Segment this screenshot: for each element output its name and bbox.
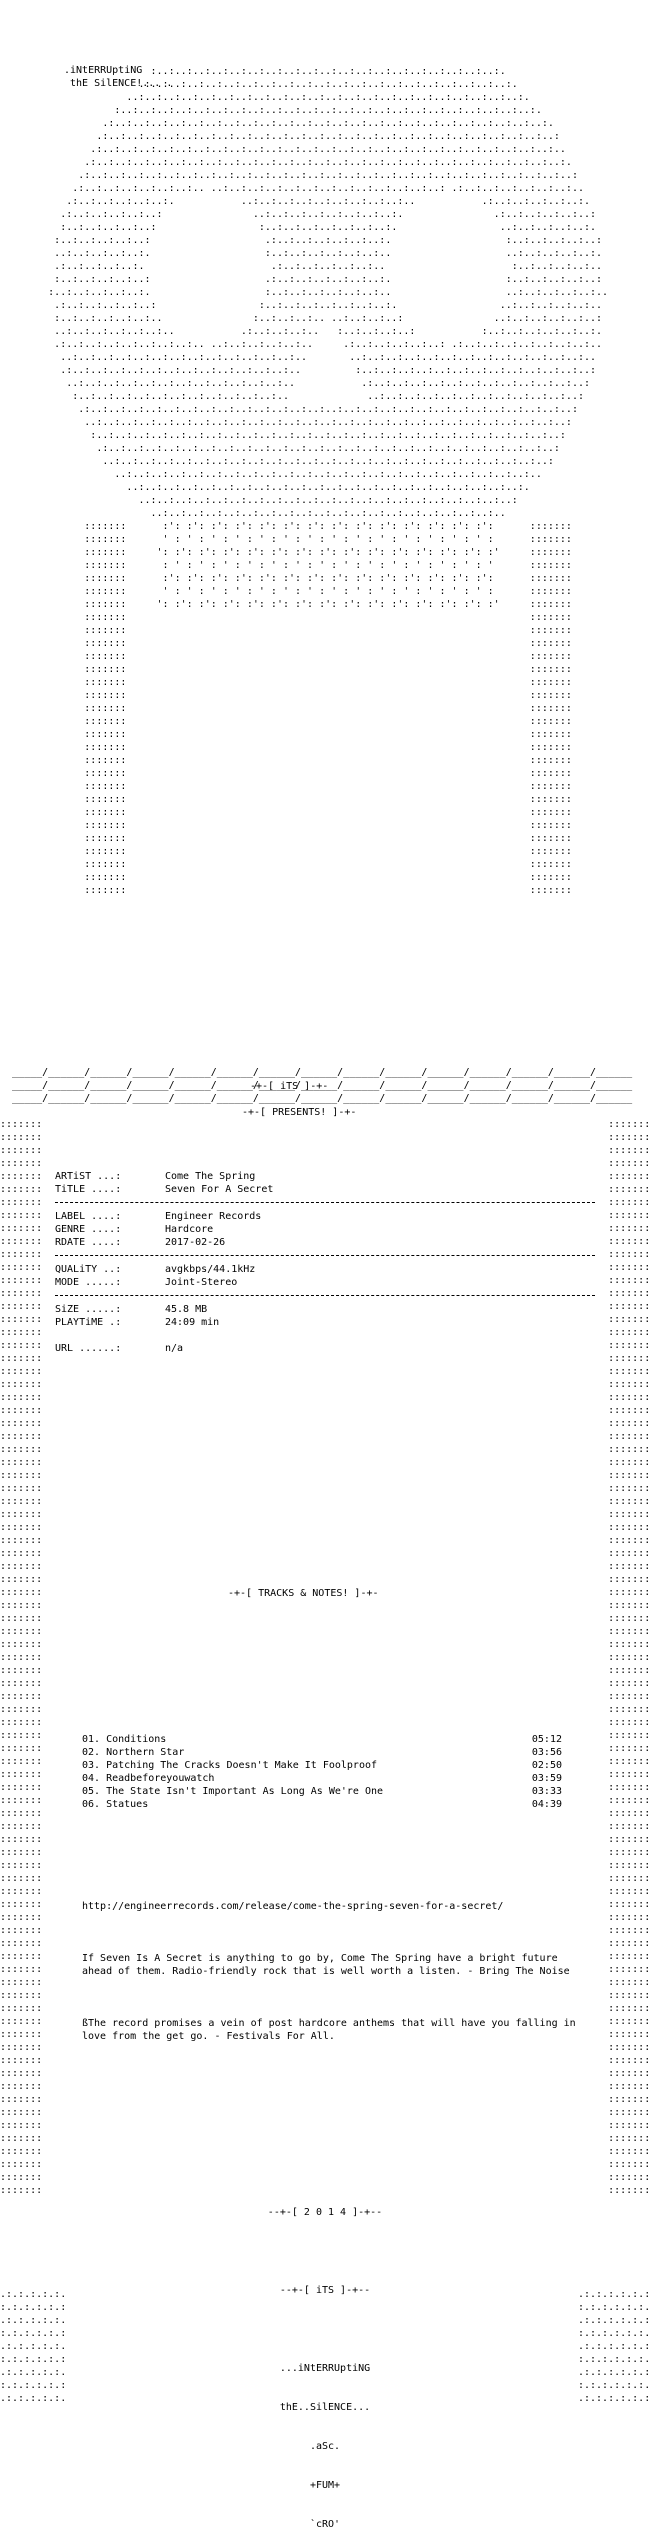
label-key: LABEL ....: xyxy=(55,1211,122,1222)
title-value: Seven For A Secret xyxy=(165,1184,274,1195)
genre-key: GENRE ....: xyxy=(55,1224,122,1235)
track-title: 06. Statues xyxy=(82,1799,149,1810)
footer-sig-1: .aSc. xyxy=(309,2441,341,2452)
playtime-value: 24:09 min xyxy=(165,1317,220,1328)
artist-value: Come The Spring xyxy=(165,1171,256,1182)
track-row: 02. Northern Star 03:56 xyxy=(82,1746,562,1759)
divider xyxy=(55,1255,595,1257)
size-value: 45.8 MB xyxy=(165,1304,208,1315)
size-key: SiZE .....: xyxy=(55,1304,122,1315)
footer-year: --+-[ 2 0 1 4 ]-+-- xyxy=(267,2207,383,2218)
header-group-line1: .iNtERRUptiNG xyxy=(64,65,143,76)
label-row: LABEL ....: Engineer Records xyxy=(55,1210,595,1223)
playtime-row: PLAYTiME .: 24:09 min xyxy=(55,1316,595,1329)
track-row: 03. Patching The Cracks Doesn't Make It … xyxy=(82,1759,562,1772)
tracks-header: -+-[ TRACKS & NOTES! ]-+- xyxy=(228,1588,379,1599)
track-row: 05. The State Isn't Important As Long As… xyxy=(82,1785,562,1798)
url-value: n/a xyxy=(165,1343,184,1354)
genre-row: GENRE ....: Hardcore xyxy=(55,1223,595,1236)
footer-box: --+-[ 2 0 1 4 ]-+-- --+-[ iTS ]-+-- ...i… xyxy=(240,2180,410,2544)
artist-key: ARTiST ...: xyxy=(55,1171,122,1182)
url-key: URL ......: xyxy=(55,1343,122,1354)
genre-value: Hardcore xyxy=(165,1224,214,1235)
track-row: 01. Conditions 05:12 xyxy=(82,1733,562,1746)
url-row: URL ......: n/a xyxy=(55,1342,595,1355)
notes: http://engineerrecords.com/release/come-… xyxy=(82,1874,582,2069)
footer-group-line2: thE..SilENCE... xyxy=(279,2402,371,2413)
presents-its-label: -+-[ iTS ]-+- xyxy=(250,1081,329,1092)
rdate-key: RDATE ....: xyxy=(55,1237,122,1248)
header-group-line2: thE SilENCE!... . xyxy=(70,78,173,89)
track-title: 01. Conditions xyxy=(82,1734,167,1745)
note-paragraph-2: ßThe record promises a vein of post hard… xyxy=(82,2018,582,2042)
footer-its: --+-[ iTS ]-+-- xyxy=(279,2285,371,2296)
mode-row: MODE .....: Joint-Stereo xyxy=(55,1276,595,1289)
quality-key: QUALiTY ..: xyxy=(55,1264,122,1275)
presents-label: -+-[ PRESENTS! ]-+- xyxy=(242,1107,357,1118)
track-time: 03:56 xyxy=(531,1747,562,1758)
divider xyxy=(55,1202,595,1204)
track-time: 03:33 xyxy=(531,1786,562,1797)
title-key: TiTLE ....: xyxy=(55,1184,122,1195)
mode-value: Joint-Stereo xyxy=(165,1277,238,1288)
artist-row: ARTiST ...: Come The Spring xyxy=(55,1170,595,1183)
rdate-row: RDATE ....: 2017-02-26 xyxy=(55,1236,595,1249)
track-title: 05. The State Isn't Important As Long As… xyxy=(82,1786,384,1797)
rdate-value: 2017-02-26 xyxy=(165,1237,226,1248)
track-time: 05:12 xyxy=(531,1734,562,1745)
track-title: 04. Readbeforeyouwatch xyxy=(82,1773,215,1784)
track-time: 02:50 xyxy=(531,1760,562,1771)
label-value: Engineer Records xyxy=(165,1211,262,1222)
tracklist: 01. Conditions 05:12 02. Northern Star 03:5… xyxy=(82,1733,562,1811)
note-paragraph-1: If Seven Is A Secret is anything to go b… xyxy=(82,1953,570,1977)
quality-value: avgkbps/44.1kHz xyxy=(165,1264,256,1275)
track-row: 04. Readbeforeyouwatch 03:59 xyxy=(82,1772,562,1785)
track-row: 06. Statues 04:39 xyxy=(82,1798,562,1811)
footer-group-line1: ...iNtERRUptiNG xyxy=(279,2363,371,2374)
release-url: http://engineerrecords.com/release/come-… xyxy=(82,1901,504,1912)
quality-row: QUALiTY ..: avgkbps/44.1kHz xyxy=(55,1263,595,1276)
mode-key: MODE .....: xyxy=(55,1277,122,1288)
playtime-key: PLAYTiME .: xyxy=(55,1317,122,1328)
track-title: 03. Patching The Cracks Doesn't Make It … xyxy=(82,1760,378,1771)
track-time: 03:59 xyxy=(531,1773,562,1784)
footer-sig-3: `cRO' xyxy=(309,2519,341,2530)
divider xyxy=(55,1295,595,1297)
title-row: TiTLE ....: Seven For A Secret xyxy=(55,1183,595,1196)
track-time: 04:39 xyxy=(531,1799,562,1810)
size-row: SiZE .....: 45.8 MB xyxy=(55,1303,595,1316)
track-title: 02. Northern Star xyxy=(82,1747,185,1758)
release-info-panel: ARTiST ...: Come The Spring TiTLE ....: … xyxy=(55,1170,595,1355)
footer-sig-2: +FUM+ xyxy=(309,2480,341,2491)
